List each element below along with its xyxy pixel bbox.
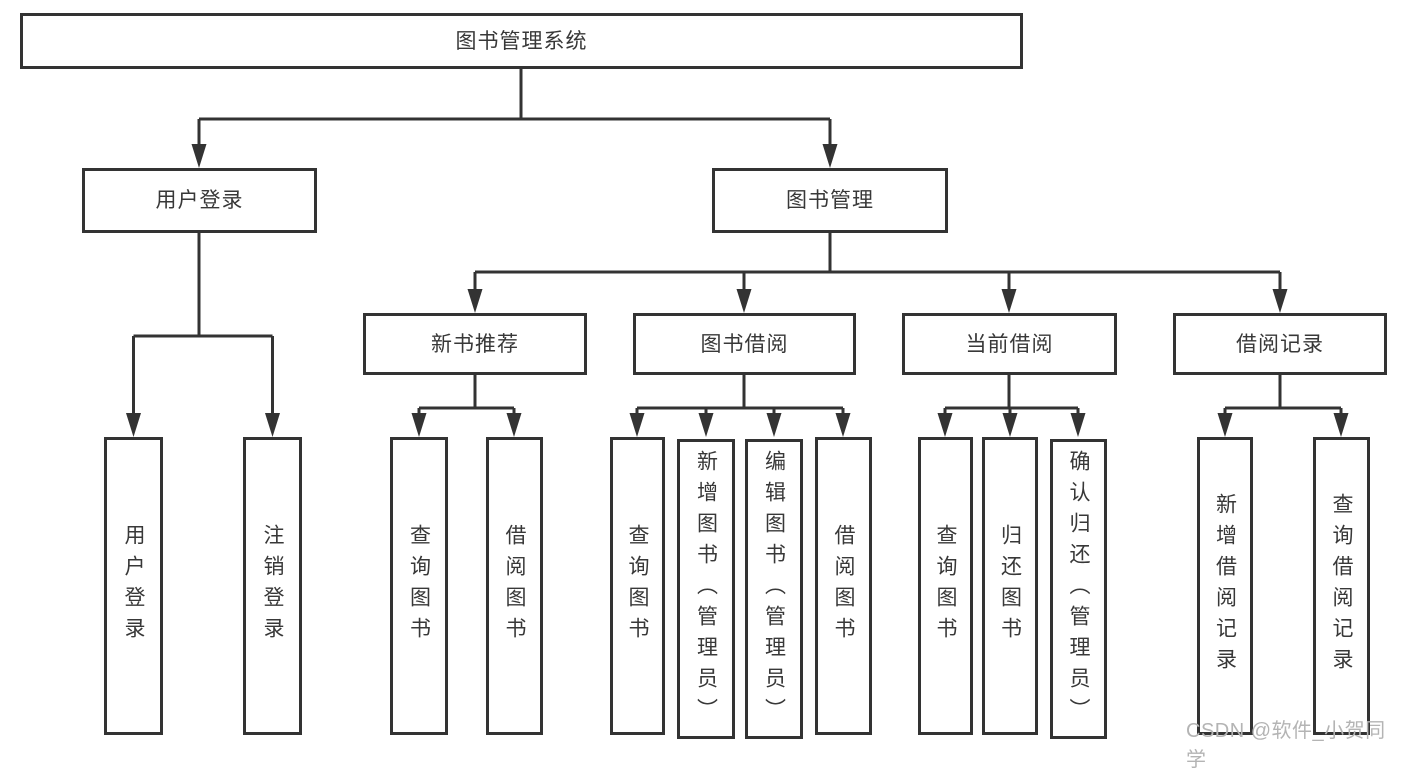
node-book-borrow: 图书借阅 — [633, 313, 856, 375]
arrowhead — [1333, 413, 1349, 437]
arrowhead — [1272, 289, 1288, 313]
node-user-login: 用户登录 — [82, 168, 317, 233]
arrowhead — [698, 413, 714, 437]
arrowhead — [1070, 413, 1086, 437]
node-leaf-edit-book: 编辑图书（管理员） — [745, 439, 803, 739]
arrowhead — [835, 413, 851, 437]
arrowhead — [822, 144, 838, 168]
node-leaf-logout: 注销登录 — [243, 437, 302, 735]
arrowhead — [1217, 413, 1233, 437]
watermark: CSDN @软件_小贺同学 — [1186, 720, 1386, 771]
node-leaf-user-login: 用户登录 — [104, 437, 163, 735]
arrowhead — [1001, 289, 1017, 313]
node-book-mgmt: 图书管理 — [712, 168, 948, 233]
arrowhead — [1002, 413, 1018, 437]
arrowhead — [506, 413, 522, 437]
node-new-book-rec: 新书推荐 — [363, 313, 587, 375]
arrowhead — [126, 413, 141, 437]
org-tree-diagram: 图书管理系统用户登录图书管理新书推荐图书借阅当前借阅借阅记录用户登录注销登录查询… — [20, 13, 1387, 739]
arrowhead — [411, 413, 427, 437]
node-leaf-borrow-book-2: 借阅图书 — [815, 437, 872, 735]
node-leaf-query-book-2: 查询图书 — [610, 437, 665, 735]
arrowhead — [191, 144, 207, 168]
arrowhead — [265, 413, 280, 437]
arrowhead — [736, 289, 752, 313]
node-leaf-return-book: 归还图书 — [982, 437, 1038, 735]
arrowhead — [937, 413, 953, 437]
node-borrow-records: 借阅记录 — [1173, 313, 1387, 375]
connector-svg — [126, 69, 1349, 437]
node-leaf-query-book-1: 查询图书 — [390, 437, 448, 735]
node-leaf-confirm-return: 确认归还（管理员） — [1050, 439, 1107, 739]
arrowhead — [766, 413, 782, 437]
node-leaf-add-borrow-record: 新增借阅记录 — [1197, 437, 1253, 735]
connector-lines — [132, 69, 1343, 415]
arrowhead — [629, 413, 645, 437]
node-leaf-borrow-book-1: 借阅图书 — [486, 437, 543, 735]
arrowhead — [467, 289, 483, 313]
node-leaf-query-book-3: 查询图书 — [918, 437, 973, 735]
node-leaf-query-borrow-record: 查询借阅记录 — [1313, 437, 1370, 735]
node-root: 图书管理系统 — [20, 13, 1023, 69]
arrowheads — [126, 144, 1349, 437]
node-current-borrow: 当前借阅 — [902, 313, 1117, 375]
node-leaf-add-book: 新增图书（管理员） — [677, 439, 735, 739]
